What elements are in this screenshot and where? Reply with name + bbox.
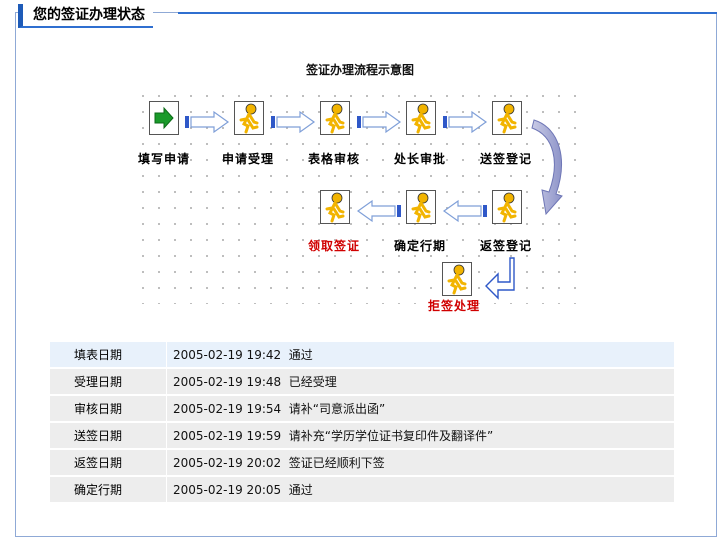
step-label-rejection: 拒签处理 — [428, 299, 481, 313]
flow-arrow-icon — [443, 110, 488, 134]
row-key: 确定行期 — [50, 477, 166, 502]
row-key: 审核日期 — [50, 396, 166, 421]
step-label-fill-application: 填写申请 — [138, 152, 191, 166]
flow-arrow-icon — [271, 110, 316, 134]
row-value: 2005-02-19 19:54 请补“司意派出函” — [166, 396, 674, 421]
row-status: 通过 — [288, 348, 313, 362]
row-status: 请补“司意派出函” — [288, 402, 386, 416]
table-row: 受理日期 2005-02-19 19:48 已经受理 — [50, 369, 674, 394]
step-node-collect-visa — [320, 190, 350, 224]
step-label-return: 返签登记 — [480, 239, 533, 253]
row-value: 2005-02-19 20:02 签证已经顺利下签 — [166, 450, 674, 475]
row-status: 通过 — [288, 483, 313, 497]
diagram-title: 签证办理流程示意图 — [306, 63, 415, 77]
elbow-arrow-icon — [485, 257, 515, 300]
row-key: 返签日期 — [50, 450, 166, 475]
step-node-rejection — [442, 262, 472, 296]
running-person-icon — [411, 192, 431, 223]
row-datetime: 2005-02-19 19:48 — [173, 375, 282, 389]
row-datetime: 2005-02-19 20:05 — [173, 483, 282, 497]
step-node-return — [492, 190, 522, 224]
row-key: 受理日期 — [50, 369, 166, 394]
table-row: 审核日期 2005-02-19 19:54 请补“司意派出函” — [50, 396, 674, 421]
step-node-submit — [492, 101, 522, 135]
row-datetime: 2005-02-19 20:02 — [173, 456, 282, 470]
running-person-icon — [447, 264, 467, 295]
step-node-review — [320, 101, 350, 135]
running-person-icon — [497, 103, 517, 134]
running-person-icon — [497, 192, 517, 223]
table-row: 填表日期 2005-02-19 19:42 通过 — [50, 342, 674, 367]
step-node-approve — [406, 101, 436, 135]
step-node-accept — [234, 101, 264, 135]
table-row: 送签日期 2005-02-19 19:59 请补充“学历学位证书复印件及翻译件” — [50, 423, 674, 448]
flow-arrow-icon — [357, 110, 402, 134]
curved-arrow-icon — [531, 119, 563, 216]
row-value: 2005-02-19 19:48 已经受理 — [166, 369, 674, 394]
step-label-confirm-date: 确定行期 — [394, 239, 447, 253]
table-row: 确定行期 2005-02-19 20:05 通过 — [50, 477, 674, 502]
green-arrow-icon — [154, 106, 174, 130]
step-node-fill-application — [149, 101, 179, 135]
running-person-icon — [239, 103, 259, 134]
flow-arrow-icon — [442, 199, 487, 223]
step-node-confirm-date — [406, 190, 436, 224]
table-row: 返签日期 2005-02-19 20:02 签证已经顺利下签 — [50, 450, 674, 475]
row-datetime: 2005-02-19 19:42 — [173, 348, 282, 362]
row-value: 2005-02-19 19:42 通过 — [166, 342, 674, 367]
row-value: 2005-02-19 20:05 通过 — [166, 477, 674, 502]
flow-arrow-icon — [185, 110, 230, 134]
row-datetime: 2005-02-19 19:59 — [173, 429, 282, 443]
step-label-accept: 申请受理 — [222, 152, 275, 166]
running-person-icon — [411, 103, 431, 134]
row-key: 填表日期 — [50, 342, 166, 367]
panel-title: 您的签证办理状态 — [18, 4, 153, 28]
step-label-approve: 处长审批 — [394, 152, 447, 166]
row-status: 已经受理 — [288, 375, 337, 389]
row-datetime: 2005-02-19 19:54 — [173, 402, 282, 416]
step-label-submit: 送签登记 — [480, 152, 533, 166]
status-log-table: 填表日期 2005-02-19 19:42 通过 受理日期 2005-02-19… — [50, 340, 674, 504]
step-label-collect-visa: 领取签证 — [308, 239, 361, 253]
row-status: 请补充“学历学位证书复印件及翻译件” — [288, 429, 494, 443]
step-label-review: 表格审核 — [308, 152, 361, 166]
row-value: 2005-02-19 19:59 请补充“学历学位证书复印件及翻译件” — [166, 423, 674, 448]
running-person-icon — [325, 192, 345, 223]
running-person-icon — [325, 103, 345, 134]
title-rule — [178, 12, 717, 14]
flow-arrow-icon — [356, 199, 401, 223]
row-status: 签证已经顺利下签 — [288, 456, 385, 470]
row-key: 送签日期 — [50, 423, 166, 448]
